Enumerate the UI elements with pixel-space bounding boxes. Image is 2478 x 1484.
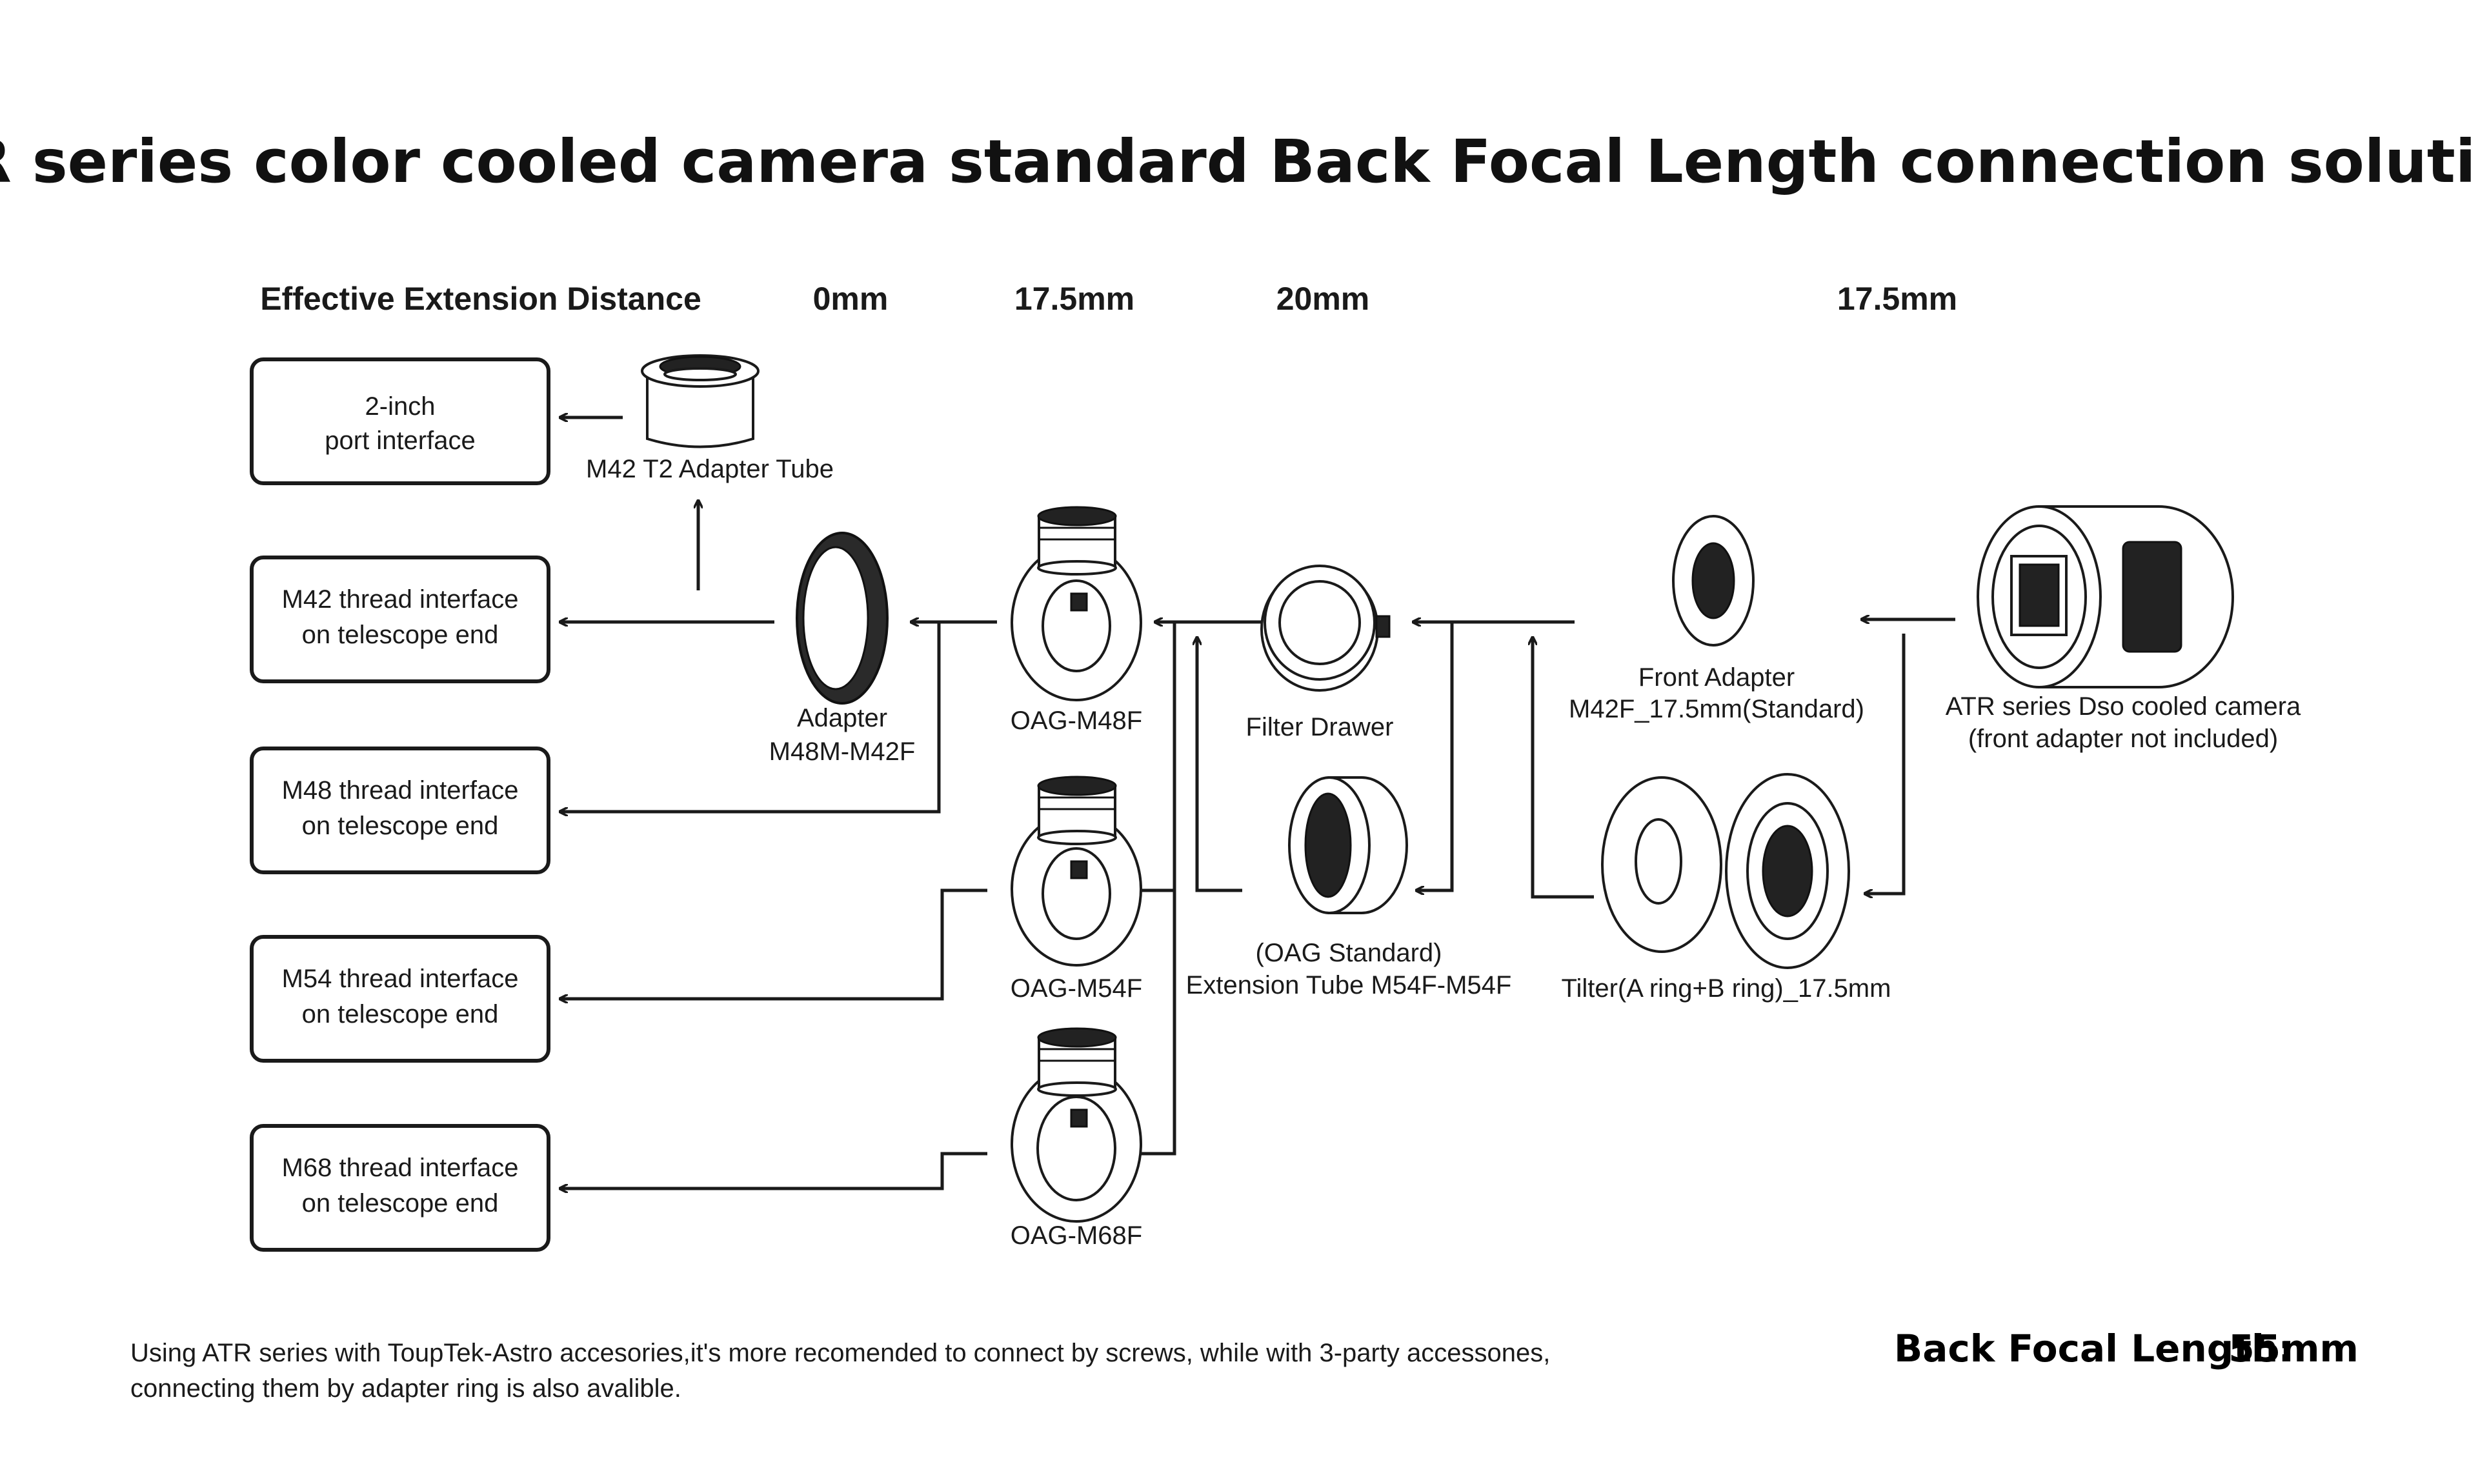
tilter: [1601, 773, 1850, 969]
oag-m54f-label: OAG-M54F: [1011, 974, 1142, 1003]
filter-drawer: [1260, 565, 1391, 692]
adapter-label-line1: Adapter: [797, 704, 887, 732]
interface-2inch: 2-inch port interface: [250, 357, 550, 485]
interface-2inch-line2: port interface: [325, 426, 475, 455]
interface-m42-line2: on telescope end: [302, 621, 499, 649]
distance-oag: 17.5mm: [1014, 281, 1134, 317]
tilter-label: Tilter(A ring+B ring)_17.5mm: [1562, 974, 1891, 1003]
front-adapter: [1672, 515, 1755, 647]
interface-m68: M68 thread interface on telescope end: [250, 1124, 550, 1252]
connection-lines: [560, 417, 1955, 1188]
ext-tube-label-line1: (OAG Standard): [1255, 939, 1442, 967]
bfl-label: Back Focal Length:: [1894, 1327, 2293, 1370]
distance-adapter: 17.5mm: [1837, 281, 1957, 317]
interface-m54-line1: M54 thread interface: [282, 965, 519, 993]
camera-label-line2: (front adapter not included): [1968, 725, 2278, 753]
t2-adapter-tube: [641, 354, 760, 448]
distance-filter: 20mm: [1276, 281, 1370, 317]
oag-m48f-label: OAG-M48F: [1011, 707, 1142, 735]
oag-m54f: [1011, 776, 1142, 967]
footer-note-line2: connecting them by adapter ring is also …: [130, 1374, 681, 1403]
oag-m68f: [1011, 1027, 1142, 1223]
interface-m48: M48 thread interface on telescope end: [250, 747, 550, 874]
oag-m48f: [1011, 506, 1142, 701]
adapter-ring: [796, 532, 889, 705]
ext-tube-label-line2: Extension Tube M54F-M54F: [1186, 971, 1512, 999]
footer-note-line1: Using ATR series with ToupTek-Astro acce…: [130, 1339, 1550, 1367]
distance-0mm: 0mm: [813, 281, 889, 317]
interface-m68-line2: on telescope end: [302, 1189, 499, 1218]
filter-drawer-label: Filter Drawer: [1246, 713, 1394, 741]
camera: [1977, 505, 2234, 688]
interface-m54-line2: on telescope end: [302, 1000, 499, 1028]
front-adapter-label-line2: M42F_17.5mm(Standard): [1569, 695, 1864, 723]
interface-m54: M54 thread interface on telescope end: [250, 935, 550, 1063]
interface-m42: M42 thread interface on telescope end: [250, 556, 550, 683]
oag-m68f-label: OAG-M68F: [1011, 1221, 1142, 1250]
header-label: Effective Extension Distance: [260, 281, 701, 317]
page-title: ATR series color cooled camera standard …: [0, 127, 2478, 196]
bfl-value: 55mm: [2228, 1327, 2359, 1370]
front-adapter-label-line1: Front Adapter: [1638, 663, 1795, 692]
interface-2inch-line1: 2-inch: [365, 392, 436, 421]
interface-m48-line1: M48 thread interface: [282, 776, 519, 805]
camera-label-line1: ATR series Dso cooled camera: [1946, 692, 2301, 721]
interface-m68-line1: M68 thread interface: [282, 1154, 519, 1182]
adapter-label-line2: M48M-M42F: [769, 737, 916, 766]
interface-m42-line1: M42 thread interface: [282, 585, 519, 614]
t2-tube-label: M42 T2 Adapter Tube: [586, 455, 834, 483]
interface-m48-line2: on telescope end: [302, 812, 499, 840]
extension-tube: [1288, 776, 1408, 914]
